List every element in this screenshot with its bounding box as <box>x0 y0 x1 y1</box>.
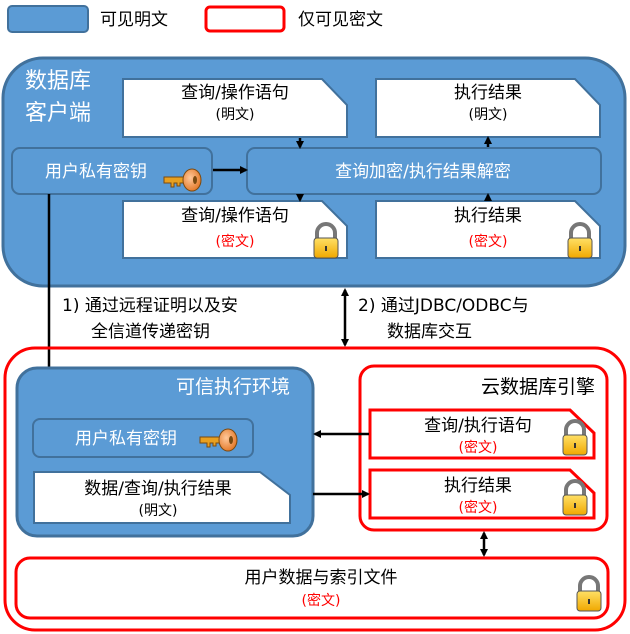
result-cipher-sub: (密文) <box>469 233 508 250</box>
client-title: 数据库 <box>25 69 91 94</box>
result-plain-doc <box>375 78 601 138</box>
tee-private-key-box <box>32 418 254 458</box>
legend-cipher-swatch <box>204 5 286 33</box>
query-cipher-sub: (密文) <box>216 233 255 250</box>
server-arrows <box>313 430 488 557</box>
client-title-2: 客户端 <box>25 101 91 126</box>
tee-title: 可信执行环境 <box>176 376 290 398</box>
engine-result-sub: (密文) <box>459 499 498 516</box>
result-plain-title: 执行结果 <box>454 83 522 103</box>
query-plain-doc <box>122 78 348 138</box>
result-cipher-doc <box>375 200 601 259</box>
storage-box <box>14 556 610 620</box>
engine-query-title: 查询/执行语句 <box>424 416 532 436</box>
legend-cipher-label: 仅可见密文 <box>298 10 383 30</box>
step2-text-2: 数据库交互 <box>387 322 472 342</box>
cloud-server-box <box>3 346 627 632</box>
engine-query-sub: (密文) <box>459 439 498 456</box>
crypto-label: 查询加密/执行结果解密 <box>335 162 511 182</box>
result-cipher-title: 执行结果 <box>454 206 522 226</box>
engine-title: 云数据库引擎 <box>481 376 595 398</box>
legend-plain-label: 可见明文 <box>100 10 168 30</box>
engine-result-cipher-doc <box>368 468 596 520</box>
step1-text: 1) 通过远程证明以及安 <box>62 296 238 316</box>
tee-data-plain-title: 数据/查询/执行结果 <box>84 479 231 499</box>
client-private-key-box <box>11 147 213 195</box>
client-private-key-label: 用户私有密钥 <box>45 162 147 182</box>
query-cipher-doc <box>122 200 348 259</box>
legend-plain-swatch <box>7 5 89 33</box>
tee-private-key-label: 用户私有密钥 <box>75 429 177 449</box>
tee-data-plain-sub: (明文) <box>139 503 178 519</box>
query-cipher-title: 查询/操作语句 <box>181 206 289 226</box>
query-plain-title: 查询/操作语句 <box>181 83 289 103</box>
engine-result-title: 执行结果 <box>444 476 512 496</box>
storage-sub: (密文) <box>302 592 341 609</box>
tee-data-plain-doc <box>33 471 291 524</box>
result-plain-sub: (明文) <box>469 107 508 123</box>
storage-title: 用户数据与索引文件 <box>245 568 398 588</box>
step1-text-2: 全信道传递密钥 <box>91 322 210 342</box>
query-plain-sub: (明文) <box>216 107 255 123</box>
step2-text: 2) 通过JDBC/ODBC与 <box>358 296 529 316</box>
engine-query-cipher-doc <box>368 408 596 460</box>
